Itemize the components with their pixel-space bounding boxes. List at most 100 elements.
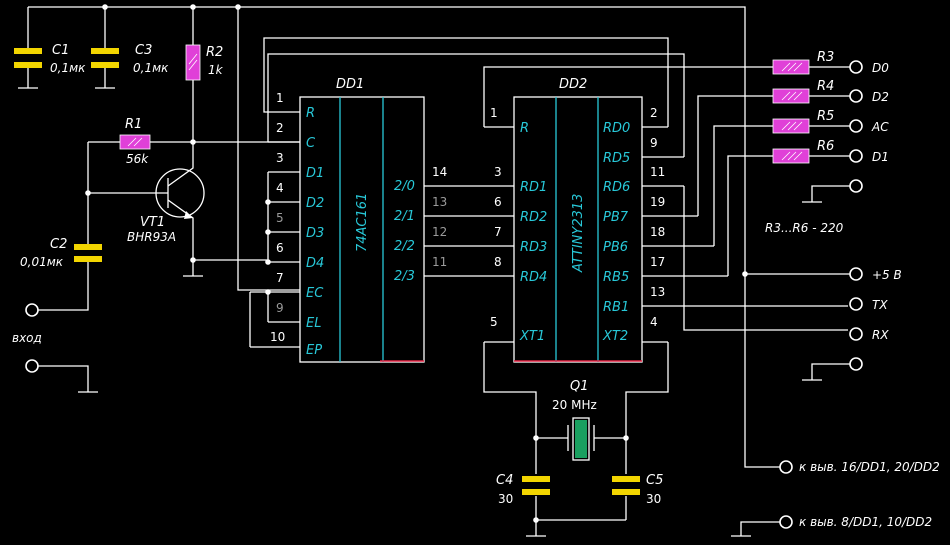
dd2-chip-name: ATTINY2313	[571, 194, 586, 273]
capacitor-c1: C1 0,1мк	[14, 43, 86, 75]
r1-ref: R1	[125, 117, 142, 132]
dd2-pin-name: R	[520, 121, 529, 136]
dd1-pin-name: D1	[306, 166, 324, 181]
dd2-pin-name: RD1	[520, 180, 547, 195]
dd1-pin-name: 2/3	[394, 269, 415, 284]
resistor-note: R3...R6 - 220	[765, 221, 844, 235]
dd2-pin-num: 17	[650, 255, 665, 269]
dd2-pin-num: 3	[494, 165, 502, 179]
dd1-pin-num: 11	[432, 255, 447, 269]
dd1-input-straps	[183, 172, 271, 347]
dd1-pin-num: 10	[270, 330, 285, 344]
r4-ref: R4	[817, 79, 834, 94]
terminal-rx: RX	[872, 328, 889, 342]
dd2-pin-num: 7	[494, 225, 502, 239]
capacitor-c2: C2 0,01мк	[20, 193, 102, 311]
terminal-plus5: +5 В	[872, 268, 902, 282]
dd2-pin-name: RD4	[520, 270, 547, 285]
dd1-pin-name: R	[306, 106, 315, 121]
r2-ref: R2	[206, 45, 223, 60]
dd1-pin-num: 12	[432, 225, 447, 239]
dd1-pin-num: 14	[432, 165, 447, 179]
dd2-pin-num: 18	[650, 225, 665, 239]
dd2-pin-num: 11	[650, 165, 665, 179]
dd2-pin-num: 2	[650, 106, 658, 120]
dd1-pin-name: 2/1	[394, 209, 415, 224]
dd1-pin-num: 9	[276, 301, 284, 315]
dd2-pin-name: PB7	[603, 210, 629, 225]
terminal-ac: AC	[871, 120, 889, 134]
output-wires	[683, 95, 848, 331]
capacitor-c3: C3 0,1мк	[91, 43, 169, 75]
terminal-tx: TX	[872, 298, 888, 312]
dd2-ref: DD2	[559, 77, 587, 92]
r6-ref: R6	[817, 139, 834, 154]
dd2-pin-name: XT2	[602, 329, 628, 344]
terminal-d0: D0	[872, 61, 889, 75]
r5-ref: R5	[817, 109, 834, 124]
resistor-r5: R5	[772, 109, 850, 134]
input-terminal: вход	[12, 303, 98, 393]
c4-value: 30	[498, 492, 513, 506]
q1-ref: Q1	[570, 379, 589, 394]
feedback-wires	[263, 37, 773, 157]
c4-ref: C4	[496, 473, 513, 488]
output-terminals: D0 D2 AC D1 +5 В TX RX к выв. 16/DD1, 20…	[731, 60, 940, 537]
c3-value: 0,1мк	[133, 61, 169, 75]
dd2-pin-num: 8	[494, 255, 502, 269]
vt1-value: BHR93A	[127, 230, 176, 244]
resistor-r4: R4	[772, 79, 850, 104]
resistor-r3: R3	[772, 50, 850, 75]
dd2-pin-name: RD0	[603, 121, 630, 136]
dd1-pin-num: 5	[276, 211, 284, 225]
dd2-pin-num: 13	[650, 285, 665, 299]
c2-ref: C2	[50, 237, 67, 252]
dd1-pin-num: 4	[276, 181, 284, 195]
r3-ref: R3	[817, 50, 834, 65]
dd1-pin-name: EC	[306, 286, 324, 301]
resistor-r2: R2 1k	[185, 44, 224, 81]
resistor-r6: R6	[772, 139, 850, 164]
dd2-pin-name: RD5	[603, 151, 630, 166]
dd1-ref: DD1	[336, 77, 364, 92]
dd2-pin-name: RD2	[520, 210, 547, 225]
dd1-pin-name: EL	[306, 316, 321, 331]
counter-bus	[424, 185, 514, 277]
resistor-r1: R1 56k	[88, 117, 300, 166]
dd1-pin-name: D4	[306, 256, 324, 271]
dd1-pin-name: EP	[306, 343, 322, 358]
dd1-pin-num: 1	[276, 91, 284, 105]
chip-dd1: DD1 74AC161 1 2 3 4 5 6 7 9 10 R C D1 D2…	[250, 77, 447, 363]
dd2-pin-num: 9	[650, 136, 658, 150]
dd2-pin-num: 19	[650, 195, 665, 209]
c2-value: 0,01мк	[20, 255, 64, 269]
dd2-pin-name: XT1	[519, 329, 545, 344]
dd2-pin-num: 6	[494, 195, 502, 209]
c3-ref: C3	[135, 43, 152, 58]
dd1-pin-name: 2/2	[394, 239, 415, 254]
dd1-pin-name: C	[306, 136, 316, 151]
dd1-pin-num: 6	[276, 241, 284, 255]
top-power-rail	[18, 4, 780, 468]
dd2-pin-name: PB6	[603, 240, 628, 255]
c1-ref: C1	[52, 43, 69, 58]
c5-ref: C5	[646, 473, 663, 488]
dd1-pin-num: 2	[276, 121, 284, 135]
terminal-d1: D1	[872, 150, 889, 164]
terminal-to-ground: к выв. 8/DD1, 10/DD2	[799, 515, 932, 529]
c5-value: 30	[646, 492, 661, 506]
dd2-pin-num: 1	[490, 106, 498, 120]
crystal-circuit: Q1 20 MHz C4 30 C5 30	[483, 342, 669, 537]
dd2-pin-name: RD6	[603, 180, 630, 195]
input-label: вход	[12, 331, 42, 345]
chip-dd2: DD2 ATTINY2313 1 3 6 7 8 5 R RD1 RD2 RD3…	[484, 77, 848, 363]
dd1-pin-name: 2/0	[394, 179, 415, 194]
terminal-d2: D2	[872, 90, 889, 104]
q1-value: 20 MHz	[552, 398, 597, 412]
dd2-pin-name: RB5	[603, 270, 629, 285]
dd2-pin-num: 4	[650, 315, 658, 329]
dd1-pin-num: 13	[432, 195, 447, 209]
dd2-pin-num: 5	[490, 315, 498, 329]
